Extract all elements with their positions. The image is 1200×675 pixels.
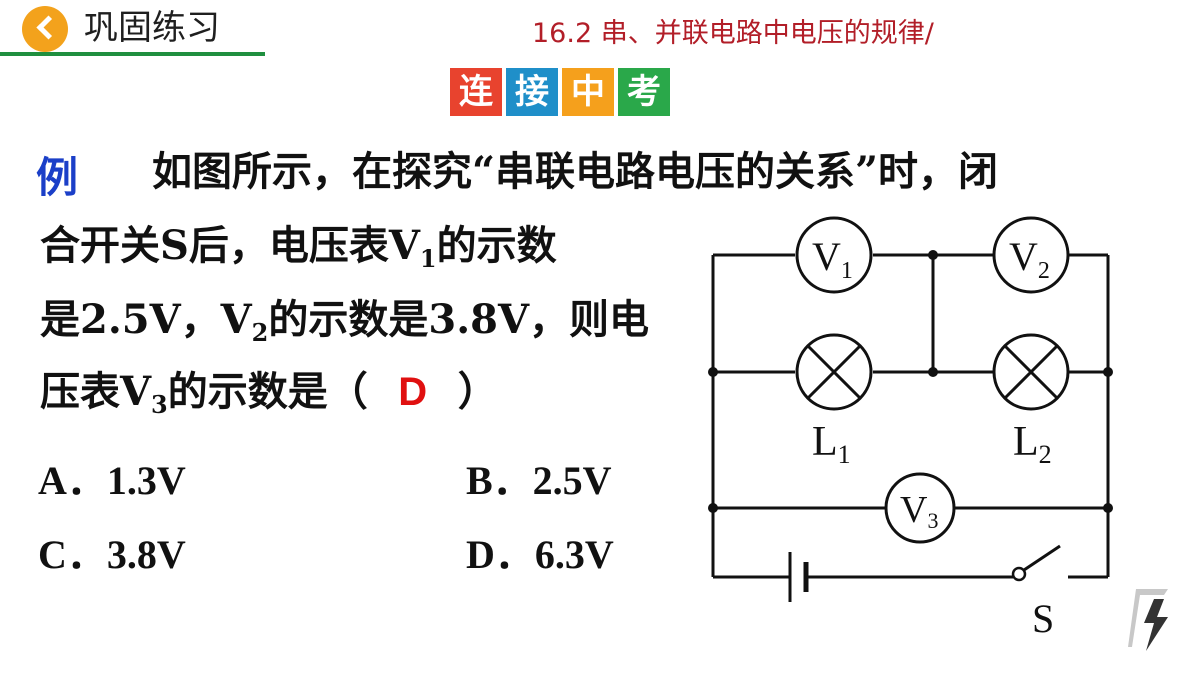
svg-text:V2: V2 bbox=[1009, 234, 1050, 284]
lamp-l2 bbox=[992, 333, 1070, 411]
lightning-logo-icon bbox=[1128, 589, 1168, 651]
question-line-2-post: 的示数 bbox=[436, 222, 557, 269]
example-label: 例 bbox=[36, 153, 79, 202]
v1-subscript: 1 bbox=[841, 258, 853, 284]
lesson-title: 16.2 串、并联电路中电压的规律/ bbox=[532, 18, 934, 49]
v2-symbol: V bbox=[1009, 234, 1038, 279]
question-line-3-pre: 是2.5V，V bbox=[40, 296, 252, 343]
section-title: 巩固练习 bbox=[84, 8, 220, 48]
option-a: A．1.3V bbox=[38, 458, 186, 503]
switch-label: S bbox=[1032, 596, 1054, 640]
option-d: D．6.3V bbox=[466, 532, 614, 577]
v3-symbol: V bbox=[900, 489, 928, 531]
question-line-4-close: ） bbox=[457, 368, 498, 415]
question-line-4-pre: 压表V bbox=[40, 368, 152, 415]
question-line-2: 合开关S后，电压表V1的示数 bbox=[40, 226, 557, 271]
badge-1: 接 bbox=[506, 68, 558, 116]
option-c: C．3.8V bbox=[38, 532, 186, 577]
svg-text:V3: V3 bbox=[900, 489, 938, 533]
svg-text:V1: V1 bbox=[812, 234, 853, 284]
l1-symbol: L bbox=[812, 419, 838, 465]
l2-subscript: 2 bbox=[1039, 440, 1052, 469]
lamp-l1-label: L1 bbox=[812, 419, 851, 469]
question-line-4-sub: 3 bbox=[151, 390, 168, 419]
exam-badges: 连 接 中 考 bbox=[450, 68, 670, 116]
badge-3: 考 bbox=[618, 68, 670, 116]
switch-icon bbox=[1011, 544, 1061, 582]
lamp-l2-label: L2 bbox=[1013, 419, 1052, 469]
header-arrow-icon bbox=[22, 6, 68, 52]
junction-dot bbox=[708, 503, 718, 513]
answer-text: D bbox=[398, 370, 428, 414]
badge-0: 连 bbox=[450, 68, 502, 116]
question-line-1: 如图所示，在探究“串联电路电压的关系”时，闭 bbox=[152, 148, 999, 195]
v2-subscript: 2 bbox=[1038, 258, 1050, 284]
question-line-2-sub: 1 bbox=[419, 244, 437, 273]
voltmeter-v2: V2 bbox=[992, 216, 1070, 294]
junction-dot bbox=[1103, 503, 1113, 513]
voltmeter-v3: V3 bbox=[884, 472, 956, 544]
v1-symbol: V bbox=[812, 234, 841, 279]
question-line-3: 是2.5V，V2的示数是3.8V，则电 bbox=[40, 300, 649, 345]
lamp-l1 bbox=[795, 333, 873, 411]
battery-icon bbox=[788, 552, 809, 602]
question-line-2-pre: 合开关S后，电压表V bbox=[40, 222, 420, 269]
junction-dot bbox=[928, 250, 938, 260]
l2-symbol: L bbox=[1013, 419, 1039, 465]
question-line-3-post: 的示数是3.8V，则电 bbox=[268, 296, 649, 343]
question-line-4: 压表V3的示数是（D） bbox=[40, 372, 498, 417]
option-b: B．2.5V bbox=[466, 458, 612, 503]
question-line-3-sub: 2 bbox=[251, 318, 269, 347]
header-underline bbox=[0, 52, 265, 56]
v3-subscript: 3 bbox=[927, 508, 938, 533]
question-line-4-post: 的示数是（ bbox=[167, 368, 368, 415]
voltmeter-v1: V1 bbox=[795, 216, 873, 294]
l1-subscript: 1 bbox=[838, 440, 851, 469]
circuit-diagram: V1 V2 L1 L2 V3 S bbox=[708, 216, 1113, 640]
junction-dot bbox=[928, 367, 938, 377]
junction-dot bbox=[708, 367, 718, 377]
junction-dot bbox=[1103, 367, 1113, 377]
badge-2: 中 bbox=[562, 68, 614, 116]
